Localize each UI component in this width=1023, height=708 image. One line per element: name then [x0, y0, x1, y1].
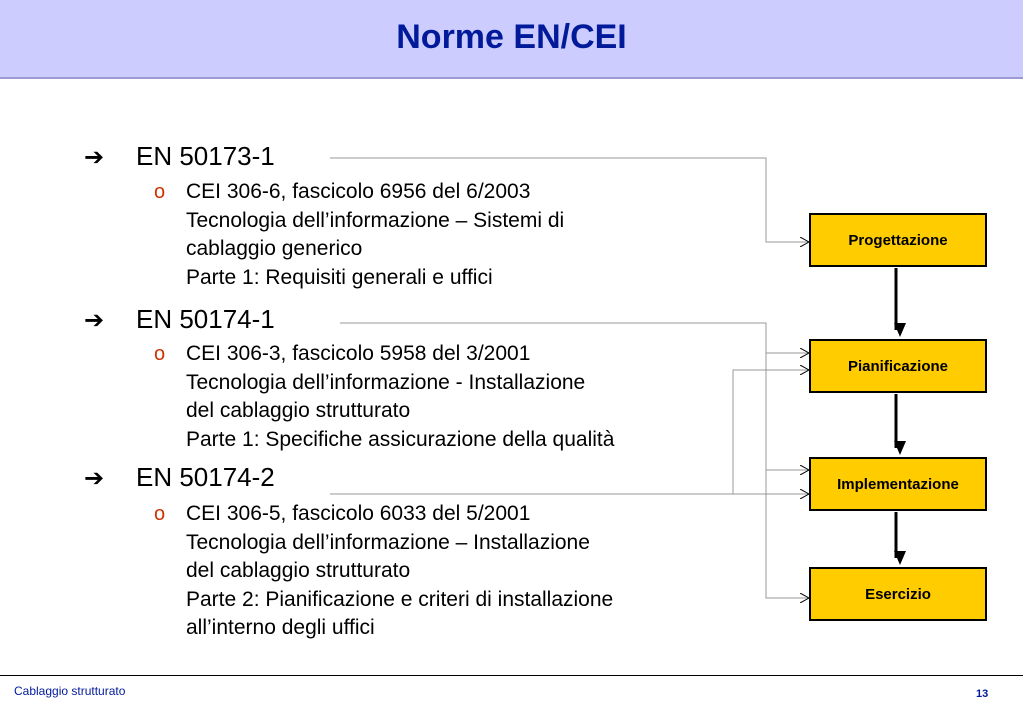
standard-code: EN 50174-1: [136, 304, 275, 334]
arrow-right-icon: ➔: [84, 464, 105, 492]
phase-box-esercizio: Esercizio: [809, 567, 987, 621]
phase-box-pianificazione: Pianificazione: [809, 339, 987, 393]
standard-code: EN 50173-1: [136, 141, 275, 171]
line-50174-1-esercizio: [765, 353, 809, 598]
line-50174-1-pianificazione: [340, 322, 809, 353]
detail-line: cablaggio generico: [186, 237, 363, 260]
phase-box-progettazione: Progettazione: [809, 213, 987, 267]
arrow-right-icon: ➔: [84, 306, 105, 334]
detail-line: del cablaggio strutturato: [186, 399, 411, 422]
slide-title: Norme EN/CEI: [396, 18, 627, 56]
sub-bullet-marker: o: [154, 181, 166, 203]
detail-line: all’interno degli uffici: [186, 616, 375, 639]
page-number: 13: [976, 688, 989, 700]
sub-bullet-marker: o: [154, 343, 166, 365]
slide-header: Norme EN/CEI: [0, 0, 1023, 79]
detail-line: CEI 306-6, fascicolo 6956 del 6/2003: [186, 180, 531, 203]
sub-bullet-marker: o: [154, 503, 166, 525]
line-50174-2-pianificazione: [330, 370, 809, 495]
detail-line: del cablaggio strutturato: [186, 559, 411, 582]
detail-line: Parte 1: Specifiche assicurazione della …: [186, 427, 615, 451]
detail-line: Parte 2: Pianificazione e criteri di ins…: [186, 587, 614, 611]
detail-line: Tecnologia dell’informazione – Sistemi d…: [186, 208, 565, 232]
arrow-right-icon: ➔: [84, 143, 105, 171]
detail-line: CEI 306-5, fascicolo 6033 del 5/2001: [186, 502, 531, 525]
detail-line: CEI 306-3, fascicolo 5958 del 3/2001: [186, 342, 531, 365]
sub-item-text: CEI 306-6, fascicolo 6956 del 6/2003 Tec…: [186, 178, 564, 292]
detail-line: Tecnologia dell’informazione – Installaz…: [186, 530, 590, 554]
detail-line: Parte 1: Requisiti generali e uffici: [186, 265, 493, 289]
phase-box-implementazione: Implementazione: [809, 457, 987, 511]
footer-title: Cablaggio strutturato: [14, 684, 126, 698]
detail-line: Tecnologia dell’informazione - Installaz…: [186, 370, 586, 394]
line-50173-progettazione: [330, 157, 809, 242]
footer-divider: [0, 675, 1023, 676]
sub-item-text: CEI 306-3, fascicolo 5958 del 3/2001 Tec…: [186, 340, 614, 454]
standard-code: EN 50174-2: [136, 462, 275, 492]
sub-item-text: CEI 306-5, fascicolo 6033 del 5/2001 Tec…: [186, 500, 613, 643]
